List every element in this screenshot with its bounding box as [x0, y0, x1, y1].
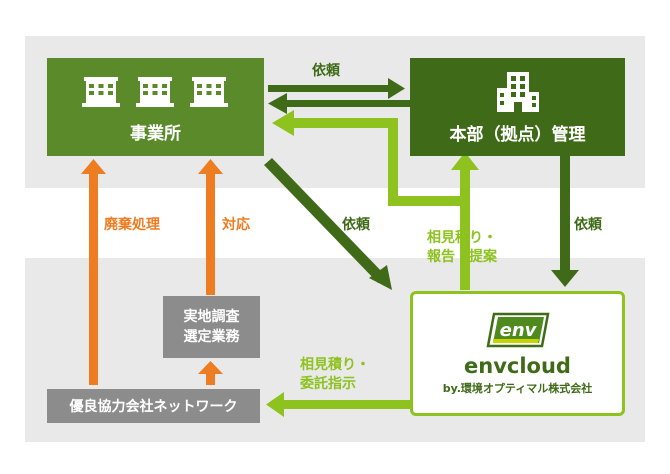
label-envcloud-to-network-line2: 委託指示 — [300, 376, 356, 392]
arrow-hq-to-envcloud — [551, 155, 579, 287]
hq-box: 本部（拠点）管理 — [410, 58, 625, 156]
label-office-to-envcloud: 依頼 — [342, 217, 370, 233]
label-envcloud-feedback-line2: 報告・提案 — [427, 249, 497, 265]
arrow-envcloud-to-network — [266, 392, 410, 417]
envcloud-name: envcloud — [464, 353, 571, 378]
label-hq-to-envcloud: 依頼 — [574, 217, 602, 233]
network-box: 優良協力会社ネットワーク — [47, 389, 260, 423]
arrow-envcloud-feedback — [272, 110, 479, 290]
arrow-office-to-hq — [268, 78, 405, 99]
office-label: 事業所 — [130, 123, 181, 144]
office-tower-icon — [496, 71, 539, 112]
label-survey-to-office: 対応 — [222, 217, 250, 233]
envcloud-logo: env — [485, 312, 550, 347]
arrow-network-to-office — [81, 159, 106, 385]
survey-box: 実地調査 選定業務 — [163, 296, 260, 358]
office-box: 事業所 — [47, 58, 264, 156]
survey-label-line1: 実地調査 — [183, 309, 240, 325]
label-network-to-office: 廃棄処理 — [104, 217, 160, 233]
label-office-to-hq: 依頼 — [312, 63, 340, 79]
survey-label-line2: 選定業務 — [183, 329, 240, 345]
building-icon — [81, 76, 228, 107]
hq-label: 本部（拠点）管理 — [449, 124, 586, 145]
arrow-hq-to-office — [268, 93, 410, 114]
envcloud-logo-text: env — [499, 320, 537, 341]
envcloud-company: by.環境オプティマル株式会社 — [442, 381, 593, 395]
label-envcloud-to-network-line1: 相見積り・ — [300, 357, 370, 373]
arrow-office-to-envcloud — [264, 158, 392, 290]
envcloud-box: env envcloud by.環境オプティマル株式会社 — [410, 291, 625, 416]
network-label: 優良協力会社ネットワーク — [69, 399, 238, 415]
arrow-network-to-survey — [198, 361, 223, 385]
label-envcloud-feedback-line1: 相見積り・ — [427, 230, 497, 246]
arrow-survey-to-office — [198, 159, 223, 295]
